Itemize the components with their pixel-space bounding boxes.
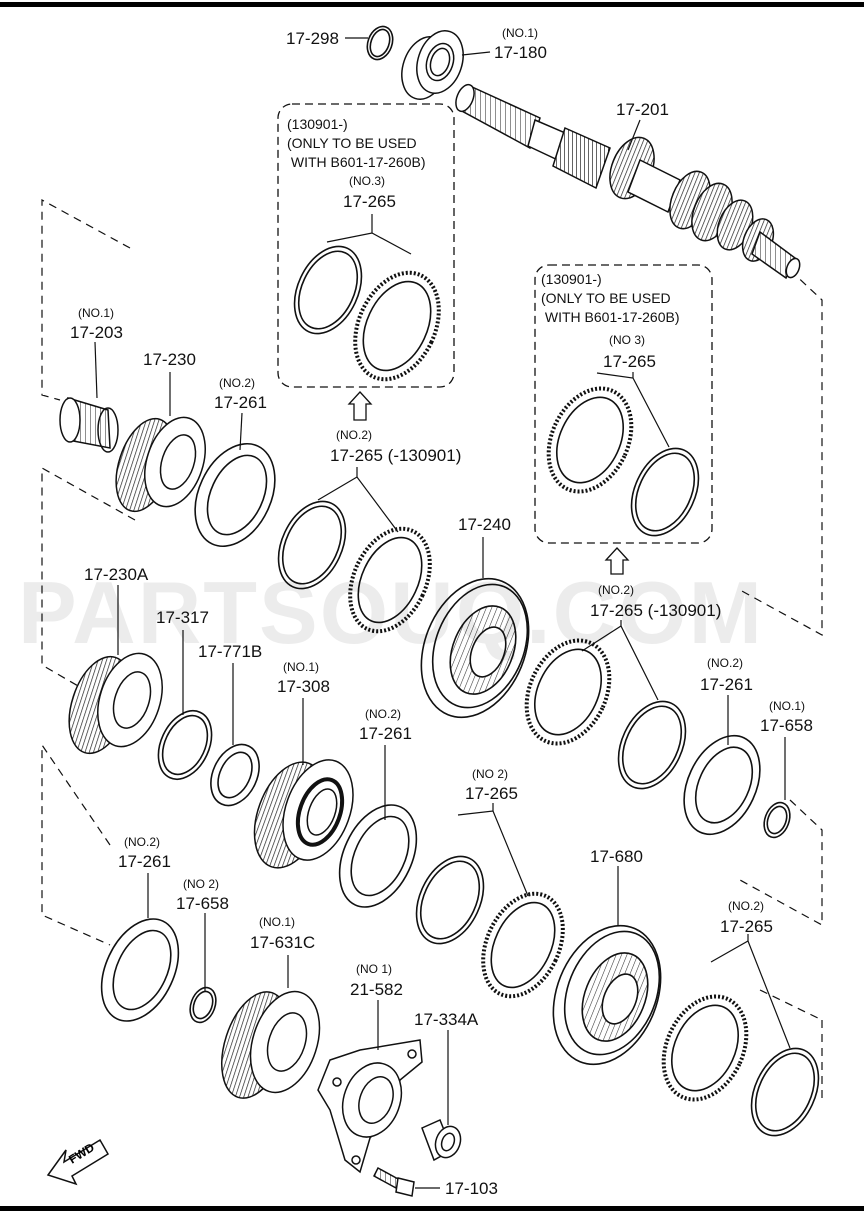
label-21-582: 21-582: [350, 980, 403, 999]
label-17-680: 17-680: [590, 847, 643, 866]
label-17-771B: 17-771B: [198, 642, 263, 661]
part-21-582: [317, 1039, 423, 1174]
part-17-771B: [210, 743, 260, 807]
note-right: (130901-) (ONLY TO BE USED WITH B601-17-…: [541, 271, 680, 325]
label-17-265-d: 17-265: [720, 917, 773, 936]
fwd-arrow-icon: FWD: [46, 1138, 110, 1186]
label-17-201: 17-201: [616, 100, 669, 119]
qualifier-21-582: (NO 1): [356, 962, 392, 976]
part-17-203: [59, 396, 119, 453]
part-17-265-c: [415, 855, 565, 999]
note-box-upper: [277, 103, 455, 388]
label-17-308: 17-308: [277, 677, 330, 696]
label-17-261-a: 17-261: [214, 393, 267, 412]
qualifier-17-308: (NO.1): [283, 660, 319, 674]
label-17-658-a: 17-658: [760, 716, 813, 735]
hollow-arrows: [347, 391, 630, 575]
qualifier-17-631C: (NO.1): [259, 915, 295, 929]
part-17-201-shaft: [455, 83, 801, 280]
part-17-261-c: [683, 734, 761, 836]
part-17-658-b: [189, 986, 217, 1024]
part-17-308: [253, 759, 354, 869]
label-17-261-c: 17-261: [700, 675, 753, 694]
label-17-334A: 17-334A: [414, 1010, 479, 1029]
part-17-103: [373, 1166, 415, 1197]
qualifier-17-261-a: (NO.2): [219, 376, 255, 390]
label-17-658-b: 17-658: [176, 894, 229, 913]
note-upper-left: (130901-) (ONLY TO BE USED WITH B601-17-…: [287, 116, 426, 170]
part-17-180: [401, 30, 464, 100]
label-17-317: 17-317: [156, 608, 209, 627]
guide-lines: [41, 198, 823, 1100]
part-17-298: [366, 25, 394, 61]
label-17-103: 17-103: [445, 1179, 498, 1198]
qualifier-17-261-b: (NO.2): [365, 707, 401, 721]
label-17-265-b: 17-265 (-130901): [590, 601, 722, 620]
label-17-265-a: 17-265 (-130901): [330, 446, 462, 465]
label-17-265-c: 17-265: [465, 784, 518, 803]
part-17-230A: [68, 652, 163, 755]
qualifier-17-265-c: (NO 2): [472, 767, 508, 781]
part-17-658-a: [763, 801, 791, 839]
qualifier-17-265-no3-upper: (NO.3): [349, 174, 385, 188]
part-17-261-a: [194, 442, 276, 548]
label-17-265-no3-upper: 17-265: [343, 192, 396, 211]
part-17-265-no3-upper: [293, 245, 441, 382]
part-17-265-a: [277, 500, 432, 634]
part-17-265-b: [524, 638, 687, 790]
qualifier-17-180: (NO.1): [502, 26, 538, 40]
label-17-261-d: 17-261: [118, 852, 171, 871]
qualifier-17-261-c: (NO.2): [707, 656, 743, 670]
qualifier-17-658-b: (NO 2): [183, 877, 219, 891]
qualifier-17-265-d: (NO.2): [728, 899, 764, 913]
top-border: [0, 2, 864, 7]
label-17-230A: 17-230A: [84, 565, 149, 584]
part-17-230: [115, 416, 206, 513]
qualifier-17-203: (NO.1): [78, 306, 114, 320]
bottom-border: [0, 1206, 864, 1211]
qualifier-17-658-a: (NO.1): [769, 699, 805, 713]
watermark: PARTSOUQ.COM: [18, 563, 764, 662]
part-17-240: [420, 577, 530, 719]
label-17-298: 17-298: [286, 29, 339, 48]
qualifier-17-265-no3-right: (NO 3): [609, 333, 645, 347]
qualifier-17-265-a: (NO.2): [336, 428, 372, 442]
part-17-261-d: [100, 918, 180, 1022]
part-17-334A: [421, 1118, 462, 1162]
label-17-230: 17-230: [143, 350, 196, 369]
label-17-261-b: 17-261: [359, 724, 412, 743]
label-17-631C: 17-631C: [250, 933, 316, 952]
part-17-265-no3-right: [546, 386, 700, 537]
label-17-180: 17-180: [494, 43, 547, 62]
leader-lines: [94, 37, 791, 1189]
qualifier-17-261-d: (NO.2): [124, 835, 160, 849]
qualifier-17-265-b: (NO.2): [598, 583, 634, 597]
label-17-203: 17-203: [70, 323, 123, 342]
label-17-265-no3-right: 17-265: [603, 352, 656, 371]
label-17-240: 17-240: [458, 515, 511, 534]
part-17-265-d: [661, 994, 820, 1137]
part-17-631C: [221, 990, 321, 1099]
part-17-317: [157, 710, 213, 780]
part-17-261-b: [338, 804, 418, 908]
part-17-680: [552, 924, 662, 1066]
